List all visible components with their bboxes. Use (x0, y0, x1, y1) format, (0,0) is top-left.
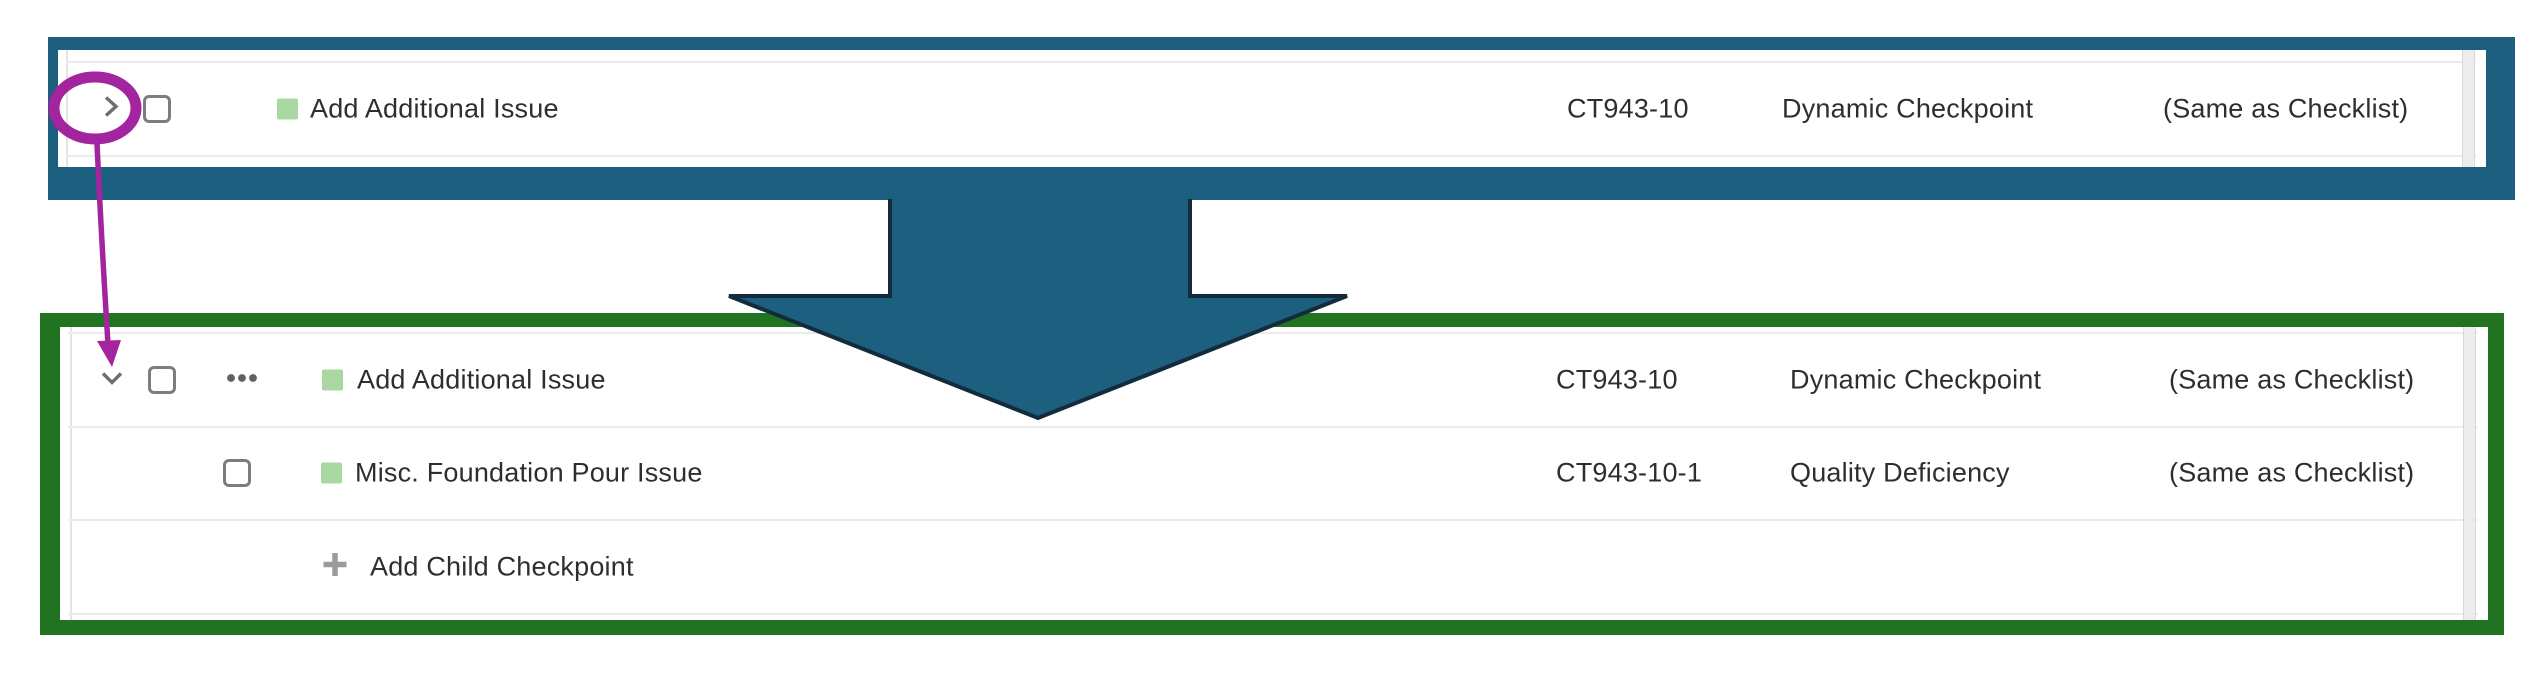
collapsed-checkpoint-panel: Add Additional Issue CT943-10 Dynamic Ch… (48, 37, 2515, 200)
plus-icon[interactable] (321, 550, 349, 583)
add-child-checkpoint-row[interactable]: Add Child Checkpoint (60, 520, 2488, 613)
checkpoint-code: CT943-10-1 (1556, 457, 1703, 488)
checkpoint-response: (Same as Checklist) (2169, 364, 2415, 394)
row-checkbox[interactable] (143, 95, 171, 123)
child-checkpoint-row: Misc. Foundation Pour Issue CT943-10-1 Q… (60, 427, 2488, 519)
checkpoint-code: CT943-10 (1567, 93, 1689, 124)
collapsed-panel-content: Add Additional Issue CT943-10 Dynamic Ch… (58, 50, 2486, 167)
table-left-border (70, 327, 72, 620)
checkpoint-title: Misc. Foundation Pour Issue (355, 457, 703, 488)
checkpoint-response: (Same as Checklist) (2163, 93, 2409, 124)
chevron-right-icon[interactable] (100, 94, 122, 125)
checkpoint-type: Dynamic Checkpoint (1782, 93, 2034, 124)
scrollbar-track[interactable] (2463, 327, 2476, 620)
checkpoint-status-square-icon (277, 98, 298, 120)
ellipsis-menu-icon[interactable] (225, 371, 259, 389)
expanded-panel-content: Add Additional Issue CT943-10 Dynamic Ch… (60, 327, 2488, 620)
checkpoint-status-square-icon (322, 369, 343, 390)
add-child-checkpoint-label: Add Child Checkpoint (370, 551, 634, 581)
expanded-checkpoint-panel: Add Additional Issue CT943-10 Dynamic Ch… (40, 313, 2504, 635)
row-separator (68, 613, 2478, 615)
checkpoint-row-expanded: Add Additional Issue CT943-10 Dynamic Ch… (60, 333, 2488, 426)
scrollbar-track[interactable] (2462, 50, 2475, 167)
row-checkbox[interactable] (223, 459, 251, 487)
chevron-down-icon[interactable] (99, 366, 125, 393)
row-top-separator (66, 61, 2476, 63)
checkpoint-row-collapsed: Add Additional Issue CT943-10 Dynamic Ch… (58, 63, 2486, 155)
checkpoint-code: CT943-10 (1556, 364, 1678, 394)
row-separator (68, 519, 2478, 521)
checkpoint-title: Add Additional Issue (310, 93, 559, 124)
checkpoint-status-square-icon (321, 462, 342, 484)
checkpoint-type: Dynamic Checkpoint (1790, 364, 2042, 394)
checkpoint-title: Add Additional Issue (357, 364, 606, 394)
checkpoint-response: (Same as Checklist) (2169, 457, 2415, 488)
checkpoint-type: Quality Deficiency (1790, 457, 2010, 488)
row-bottom-separator (66, 155, 2476, 157)
row-checkbox[interactable] (148, 365, 176, 394)
row-separator (68, 426, 2478, 428)
